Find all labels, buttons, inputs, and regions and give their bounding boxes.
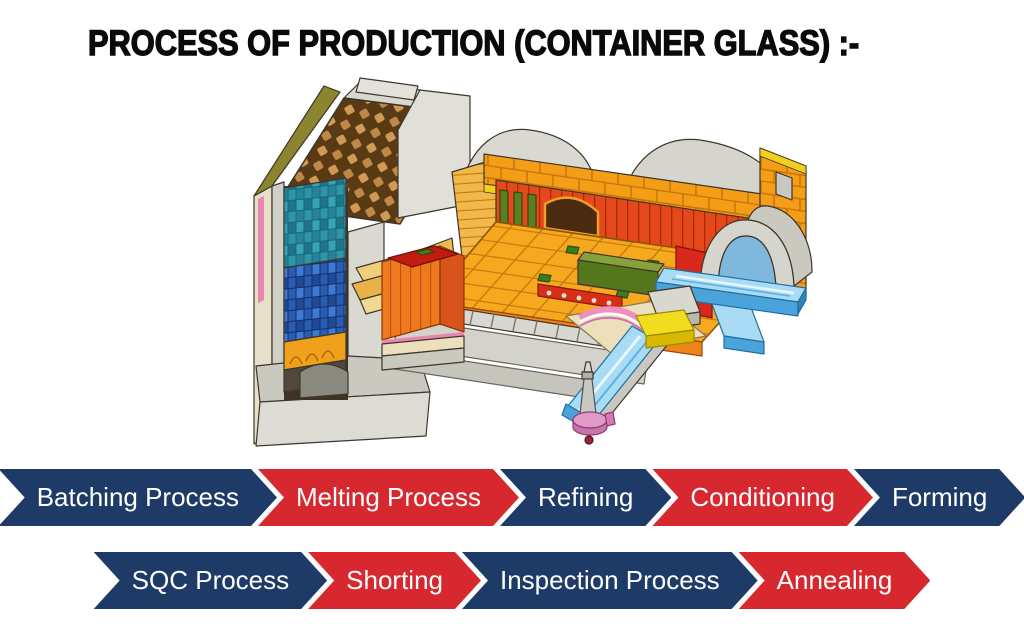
process-step-shorting: Shorting bbox=[308, 552, 481, 609]
channel-junction-blocks bbox=[635, 285, 701, 349]
process-step-melting: Melting Process bbox=[258, 469, 519, 526]
furnace-cutaway-svg bbox=[253, 77, 813, 447]
doghouse-charger bbox=[381, 245, 465, 371]
process-step-inspection: Inspection Process bbox=[462, 552, 758, 609]
process-step-sqc: SQC Process bbox=[94, 552, 328, 609]
process-row-1: Batching Process Melting Process Refinin… bbox=[0, 469, 1024, 526]
process-step-forming: Forming bbox=[854, 469, 1024, 526]
process-step-refining: Refining bbox=[500, 469, 671, 526]
regenerator-checkerwork bbox=[283, 177, 349, 400]
process-step-annealing: Annealing bbox=[739, 552, 931, 609]
process-step-batching: Batching Process bbox=[0, 469, 277, 526]
gob-feeder bbox=[572, 361, 616, 445]
process-row-2: SQC Process Shorting Inspection Process … bbox=[0, 552, 1024, 609]
page-title: PROCESS OF PRODUCTION (CONTAINER GLASS) … bbox=[87, 23, 860, 63]
process-step-conditioning: Conditioning bbox=[652, 469, 873, 526]
furnace-illustration bbox=[215, 72, 835, 457]
working-end-vault bbox=[699, 205, 813, 294]
